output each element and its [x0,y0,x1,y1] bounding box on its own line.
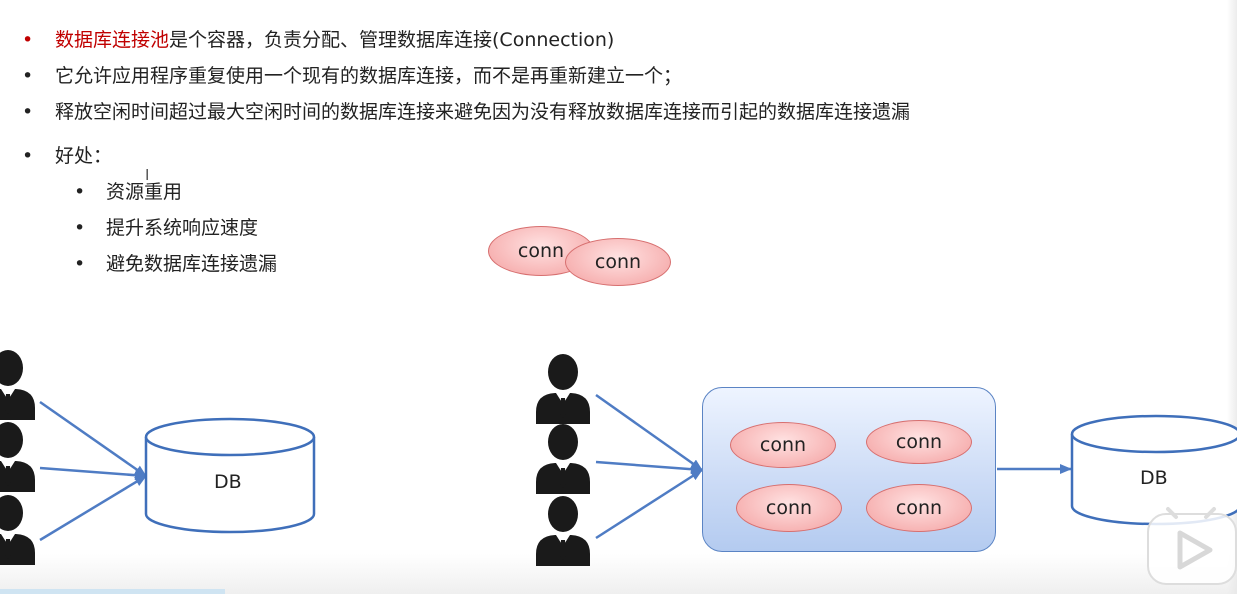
bottom-fade [0,554,1237,594]
request-arrow [39,466,147,481]
bullet-dot: • [22,145,34,167]
bullet-dot: • [74,217,86,239]
sub-bullet-text: 提升系统响应速度 [106,217,259,239]
sub-bullet-text: 资源重用 [106,181,183,203]
bullet-dot: • [22,101,34,123]
bullet-text: 它允许应用程序重复使用一个现有的数据库连接，而不是再重新建立一个； [55,65,683,87]
highlight-term: 数据库连接池 [55,29,170,51]
bullet-dot: • [22,29,34,51]
pool-conn-ellipse: conn [866,420,972,464]
pool-conn-ellipse: conn [730,422,836,468]
bullet-definition: • 数据库连接池是个容器，负责分配、管理数据库连接(Connection) [22,28,615,52]
user-icon [0,495,35,565]
user-icon [0,422,35,492]
bullet-text: 释放空闲时间超过最大空闲时间的数据库连接来避免因为没有释放数据库连接而引起的数据… [55,101,911,123]
sub-bullet-response-speed: • 提升系统响应速度 [74,216,259,240]
database-cylinder [144,417,316,534]
bullet-dot: • [74,253,86,275]
user-icon [536,354,590,424]
bullet-reuse: • 它允许应用程序重复使用一个现有的数据库连接，而不是再重新建立一个； [22,64,683,88]
bullet-text: 好处： [55,145,113,167]
right-edge-shadow [1227,0,1237,594]
request-arrow [595,393,703,472]
request-arrow [595,468,703,540]
bullet-benefits: • 好处： [22,144,113,168]
progress-bar-strip [0,589,225,594]
play-button-icon[interactable] [1147,507,1237,585]
sub-bullet-text: 避免数据库连接遗漏 [106,253,278,275]
pool-conn-ellipse: conn [736,484,842,532]
bullet-dot: • [74,181,86,203]
user-icon [536,496,590,566]
connection-pool-box [702,387,996,552]
bullet-release: • 释放空闲时间超过最大空闲时间的数据库连接来避免因为没有释放数据库连接而引起的… [22,100,911,124]
request-arrow [595,460,703,475]
bullet-text: 是个容器，负责分配、管理数据库连接(Connection) [169,29,615,51]
db-label: DB [1140,467,1168,489]
user-icon [536,424,590,494]
request-arrow [39,474,147,542]
sub-bullet-avoid-leak: • 避免数据库连接遗漏 [74,252,278,276]
user-icon [0,350,35,420]
database-cylinder [1070,414,1237,526]
conn-ellipse: conn [565,238,671,286]
sub-bullet-resource-reuse: • 资源重用 [74,180,183,204]
request-arrow [39,400,147,478]
text-cursor-icon: I [145,166,150,184]
db-label: DB [214,471,242,493]
bullet-dot: • [22,65,34,87]
pool-conn-ellipse: conn [866,484,972,532]
